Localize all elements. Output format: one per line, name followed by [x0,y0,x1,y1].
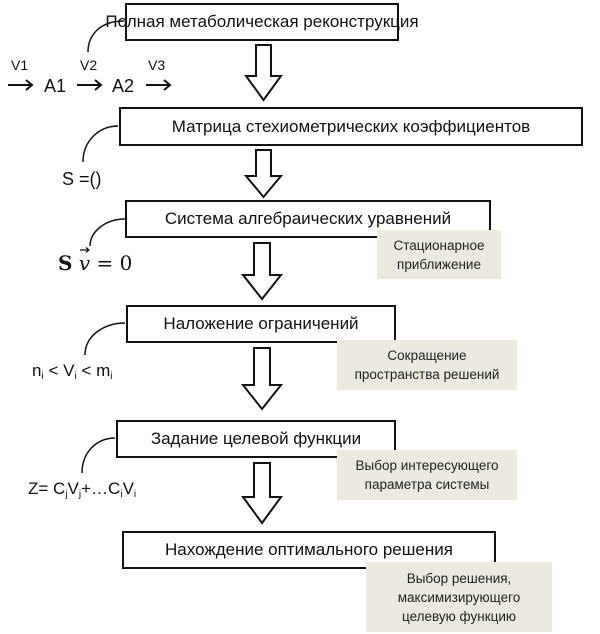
note-line: Выбор решения, [406,570,512,586]
flux-label-v1: V1 [11,57,29,73]
subscript-j: j [65,489,68,500]
step-box-optimal-solution: Нахождение оптимального решения [122,531,496,569]
down-arrow-5 [241,462,283,525]
step-label: Задание целевой функции [150,429,362,448]
constraint-annotation: ni < Vi < mi [32,362,113,382]
note-line: целевую функцию [402,608,516,624]
connector-curve-2 [82,125,119,163]
note-line: приближение [397,256,481,272]
note-line: Стационарное [393,237,485,253]
connector-curve-5 [81,437,116,474]
subscript-i: i [41,371,44,382]
note-line: максимизирующего [397,589,521,605]
subscript-i: i [120,489,123,500]
step-box-reconstruction: Полная метаболическая реконструкция [105,3,419,41]
note-parameter-choice: Выбор интересующего параметра системы [337,450,517,500]
note-line: пространства решений [354,367,500,382]
vector-arrow-icon [79,247,90,253]
objective-v: V [67,479,79,498]
pathway-arrow-3 [146,79,172,91]
subscript-i: i [133,489,137,500]
less-than: < [48,361,59,380]
objective-v: V [122,479,134,498]
constraint-v: V [63,361,75,380]
step-label: Система алгебраических уравнений [164,209,452,228]
step-box-objective-function: Задание целевой функции [116,420,396,458]
down-arrow-3 [240,242,284,301]
note-line: Сокращение [387,348,467,363]
pathway-arrow-2 [77,79,103,91]
objective-annotation: Z= CjVj+…CiVi [28,480,136,500]
metabolite-a1: A1 [44,76,67,96]
metabolite-a2: A2 [112,76,135,96]
objective-continuation: +…C [81,479,121,498]
constraint-m: m [96,361,111,380]
connector-curve-1 [87,20,125,53]
down-arrow-2 [243,149,284,199]
equation-vector-v: v [78,247,91,275]
step-label: Нахождение оптимального решения [165,540,453,559]
equation-v: v [78,251,91,275]
steady-state-equation: S v = 0 [58,247,133,275]
subscript-i: i [74,371,77,382]
less-than: < [81,361,92,380]
connector-curve-3 [89,218,126,247]
step-box-algebraic-system: Система алгебраических уравнений [125,200,491,238]
note-line: параметра системы [364,477,490,492]
step-label: Полная метаболическая реконструкция [105,12,419,31]
pathway-arrow-1 [8,79,34,91]
objective-prefix: Z= C [28,479,66,498]
note-solution-space: Сокращение пространства решений [337,340,517,390]
constraint-n: n [32,361,42,380]
down-arrow-4 [240,347,284,411]
step-label: Наложение ограничений [163,314,359,333]
note-steady-state: Стационарное приближение [377,230,501,279]
step-box-constraints: Наложение ограничений [126,305,396,343]
note-solution-choice: Выбор решения, максимизирующего целевую … [366,562,552,632]
connector-curve-4 [84,322,126,356]
step-label: Матрица стехиометрических коэффициентов [171,116,531,136]
matrix-annotation: S =() [62,169,102,189]
flux-label-v2: V2 [80,57,98,73]
flux-label-v3: V3 [148,57,166,73]
subscript-j: j [78,489,82,500]
equation-s: S [58,251,73,275]
down-arrow-1 [244,44,283,102]
subscript-i: i [110,371,113,382]
equation-rhs: = 0 [96,251,133,275]
step-box-stoichiometric-matrix: Матрица стехиометрических коэффициентов [119,107,583,146]
note-line: Выбор интересующего [355,458,499,473]
